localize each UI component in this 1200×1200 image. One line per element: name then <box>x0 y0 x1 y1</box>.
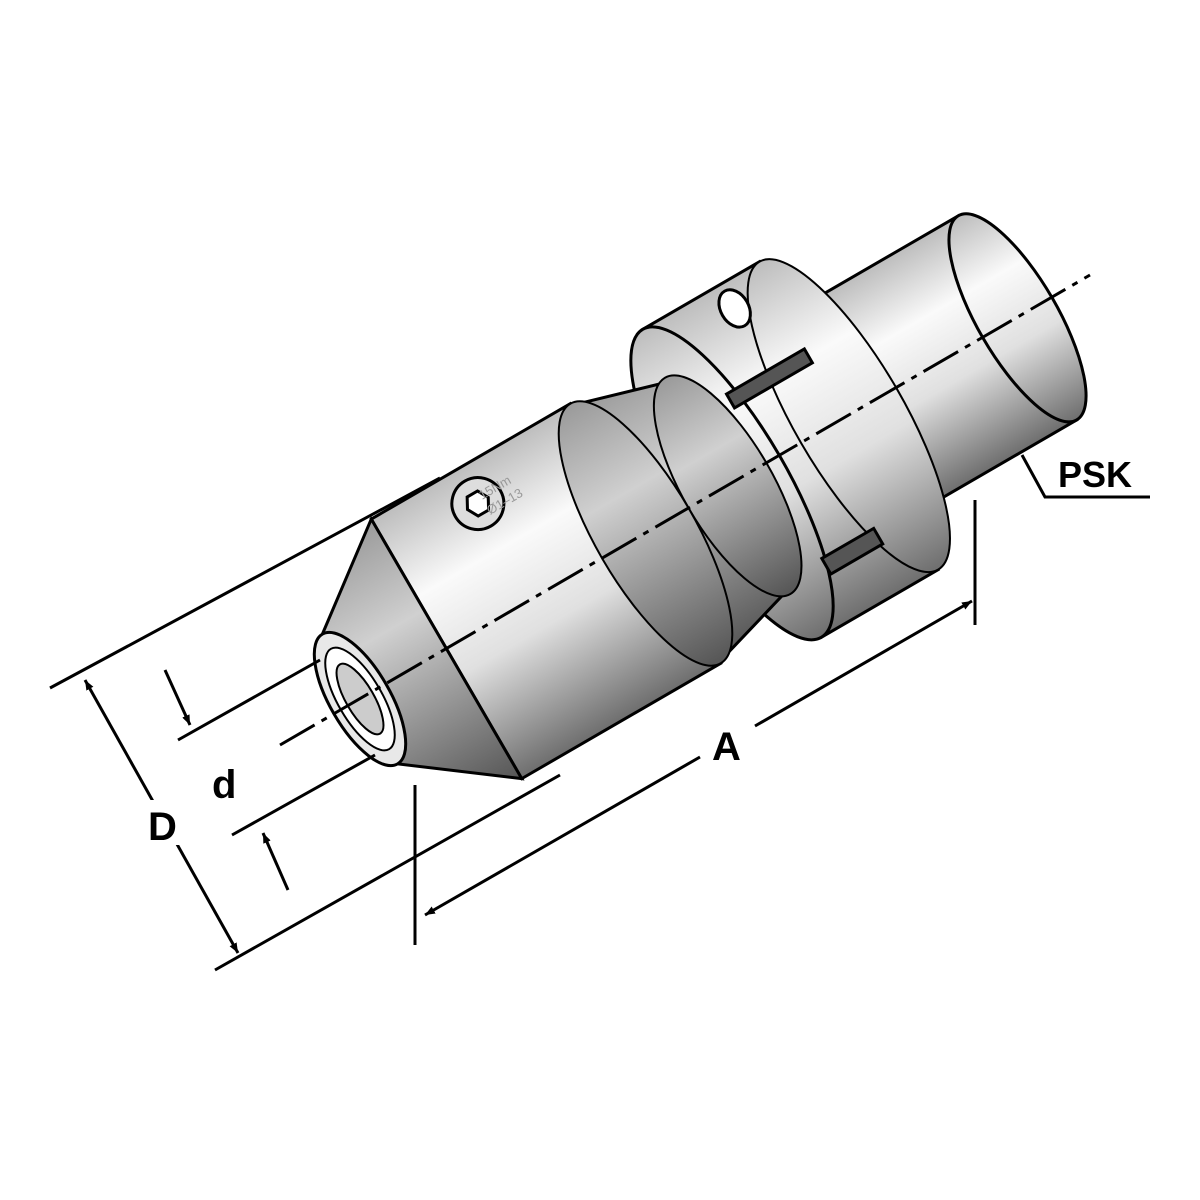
dimension-d <box>163 658 376 891</box>
label-d: d <box>212 763 236 807</box>
label-PSK: PSK <box>1058 454 1132 495</box>
flange-slot <box>724 346 815 410</box>
flange-hole <box>717 288 752 329</box>
label-A: A <box>712 725 741 769</box>
center-axis <box>279 273 1091 747</box>
flange-slot <box>819 526 885 577</box>
label-bg <box>145 800 185 845</box>
psk-leader <box>1020 454 1150 499</box>
hex-socket-icon <box>465 489 491 518</box>
label-D: D <box>148 805 177 849</box>
dimension-A <box>413 500 977 945</box>
